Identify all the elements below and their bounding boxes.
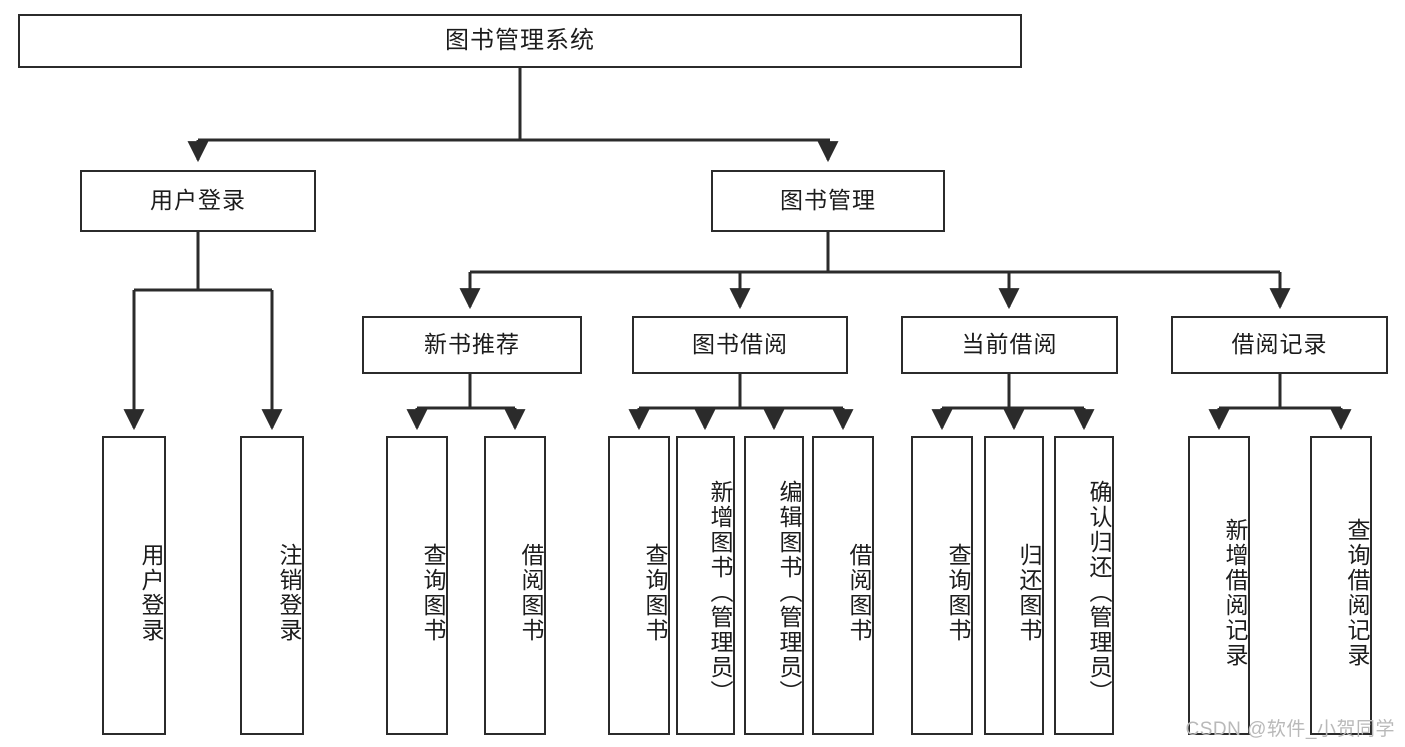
- leaf-query-books-current[interactable]: 查询图书: [911, 436, 973, 735]
- leaf-user-login[interactable]: 用户登录: [102, 436, 166, 735]
- leaf-logout-login[interactable]: 注销登录: [240, 436, 304, 735]
- leaf-add-borrow-record[interactable]: 新增借阅记录: [1188, 436, 1250, 735]
- node-borrow-records[interactable]: 借阅记录: [1171, 316, 1388, 374]
- leaf-add-book-admin[interactable]: 新增图书（管理员）: [676, 436, 735, 735]
- leaf-edit-book-admin[interactable]: 编辑图书（管理员）: [744, 436, 804, 735]
- csdn-watermark: CSDN @软件_小贺同学: [1185, 719, 1395, 740]
- node-user-login[interactable]: 用户登录: [80, 170, 316, 232]
- node-root-system[interactable]: 图书管理系统: [18, 14, 1022, 68]
- leaf-query-books-borrow[interactable]: 查询图书: [608, 436, 670, 735]
- leaf-borrow-books[interactable]: 借阅图书: [812, 436, 874, 735]
- node-current-borrow[interactable]: 当前借阅: [901, 316, 1118, 374]
- node-book-borrow[interactable]: 图书借阅: [632, 316, 848, 374]
- node-new-book-recommend[interactable]: 新书推荐: [362, 316, 582, 374]
- leaf-query-books-recommend[interactable]: 查询图书: [386, 436, 448, 735]
- node-book-management[interactable]: 图书管理: [711, 170, 945, 232]
- leaf-borrow-books-recommend[interactable]: 借阅图书: [484, 436, 546, 735]
- leaf-return-books[interactable]: 归还图书: [984, 436, 1044, 735]
- leaf-confirm-return-admin[interactable]: 确认归还（管理员）: [1054, 436, 1114, 735]
- leaf-query-borrow-record[interactable]: 查询借阅记录: [1310, 436, 1372, 735]
